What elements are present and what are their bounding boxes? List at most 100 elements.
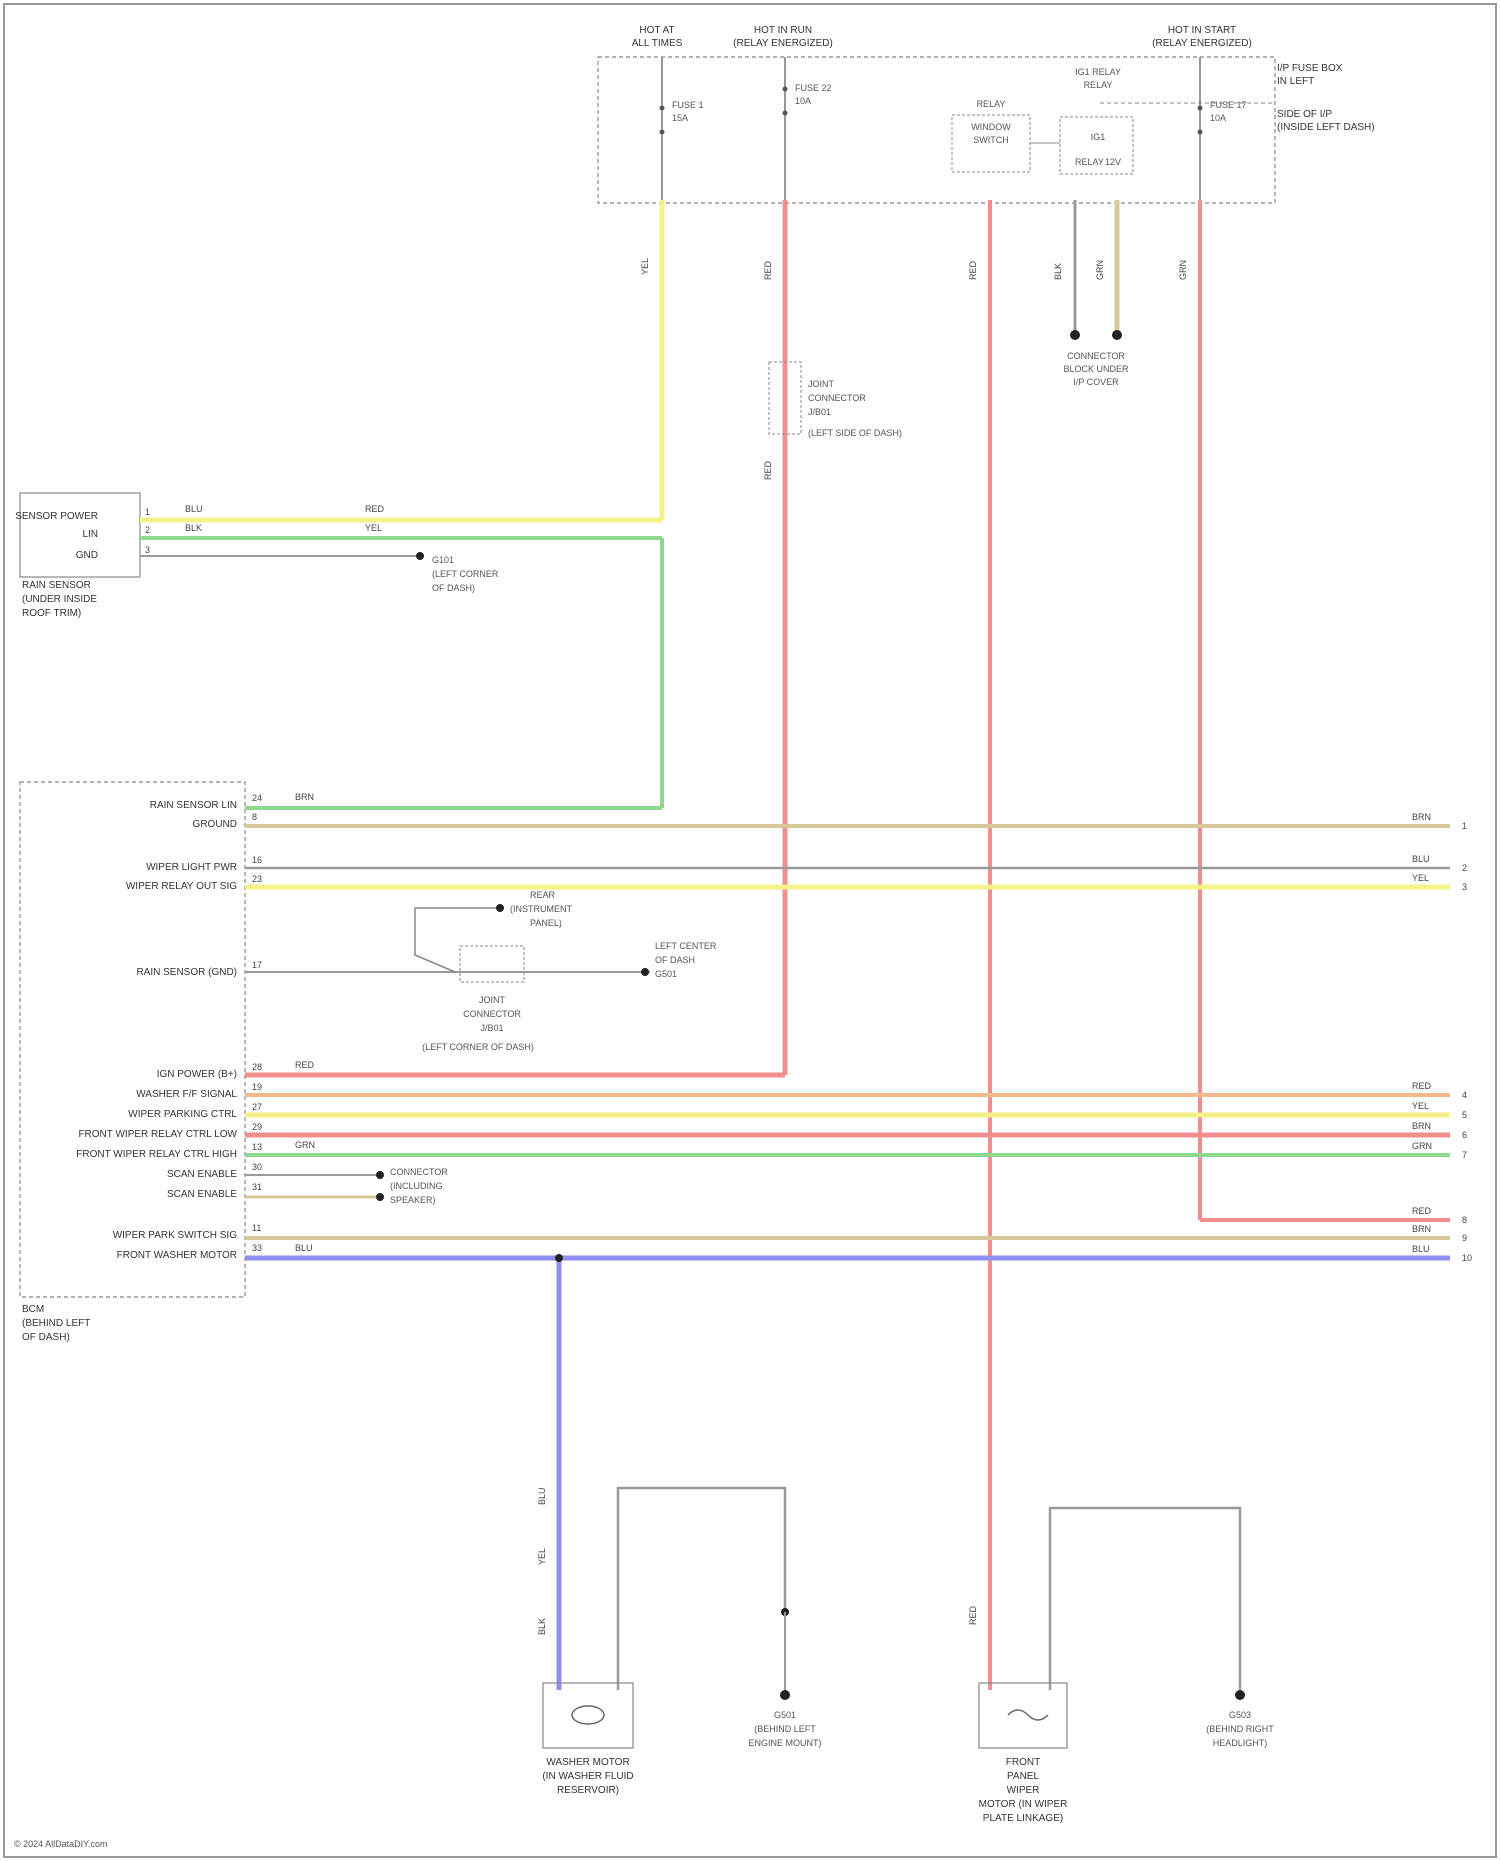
svg-text:BLK: BLK [1053, 263, 1063, 280]
bcm-box [20, 782, 245, 1297]
label-g501: G501 (BEHIND LEFT ENGINE MOUNT) [749, 1710, 822, 1748]
svg-text:PANEL): PANEL) [530, 918, 562, 928]
svg-text:RELAY: RELAY [1084, 80, 1113, 90]
svg-text:(RELAY ENERGIZED): (RELAY ENERGIZED) [733, 38, 833, 49]
svg-text:(IN WASHER FLUID: (IN WASHER FLUID [542, 1771, 633, 1782]
relay-window-switch: RELAY WINDOW SWITCH [952, 99, 1060, 172]
svg-text:SCAN ENABLE: SCAN ENABLE [167, 1169, 237, 1180]
svg-text:YEL: YEL [537, 1548, 547, 1565]
svg-text:17: 17 [252, 960, 262, 970]
svg-text:(BEHIND LEFT: (BEHIND LEFT [754, 1724, 816, 1734]
svg-text:3: 3 [1462, 882, 1467, 892]
svg-text:YEL: YEL [365, 523, 382, 533]
rain-sensor-pins: SENSOR POWER LIN GND 1 2 3 [15, 507, 150, 561]
svg-text:HOT AT: HOT AT [639, 25, 674, 36]
svg-text:FUSE 17: FUSE 17 [1210, 100, 1247, 110]
label-lower-connector: CONNECTOR (INCLUDING SPEAKER) [390, 1167, 448, 1205]
svg-text:30: 30 [252, 1162, 262, 1172]
svg-text:27: 27 [252, 1102, 262, 1112]
svg-text:FRONT WIPER RELAY CTRL LOW: FRONT WIPER RELAY CTRL LOW [78, 1129, 237, 1140]
svg-text:SENSOR POWER: SENSOR POWER [15, 511, 98, 522]
svg-text:(INSIDE LEFT DASH): (INSIDE LEFT DASH) [1277, 122, 1375, 133]
svg-text:FUSE 22: FUSE 22 [795, 83, 832, 93]
ground-rear [496, 904, 504, 912]
svg-text:RED: RED [763, 460, 773, 480]
svg-text:SPEAKER): SPEAKER) [390, 1195, 436, 1205]
svg-text:IG1: IG1 [1091, 132, 1106, 142]
wire-motor2-loop [1050, 1508, 1240, 1695]
copyright: © 2024 AllDataDIY.com [14, 1839, 108, 1849]
label-g101: G101 (LEFT CORNER OF DASH) [432, 555, 499, 593]
label-joint-connector: JOINT CONNECTOR J/B01 (LEFT SIDE OF DASH… [808, 379, 902, 438]
svg-text:9: 9 [1462, 1233, 1467, 1243]
svg-text:29: 29 [252, 1122, 262, 1132]
washer-motor-box [543, 1683, 633, 1748]
svg-text:33: 33 [252, 1243, 262, 1253]
svg-text:PANEL: PANEL [1007, 1771, 1039, 1782]
svg-text:(INSTRUMENT: (INSTRUMENT [510, 904, 572, 914]
svg-text:(RELAY ENERGIZED): (RELAY ENERGIZED) [1152, 38, 1252, 49]
svg-text:OF DASH): OF DASH) [22, 1332, 70, 1343]
svg-text:HEADLIGHT): HEADLIGHT) [1213, 1738, 1268, 1748]
ground-dot-b [1112, 330, 1122, 340]
svg-text:BCM: BCM [22, 1304, 44, 1315]
washer-motor-icon [572, 1706, 604, 1724]
svg-text:8: 8 [252, 812, 257, 822]
svg-text:BRN: BRN [295, 792, 314, 802]
svg-text:G501: G501 [655, 969, 677, 979]
rain-sensor-box [20, 493, 140, 577]
svg-text:BLU: BLU [295, 1243, 313, 1253]
label-joint-connector-jb01: JOINT CONNECTOR J/B01 (LEFT CORNER OF DA… [422, 995, 534, 1052]
wiper-motor-box [979, 1683, 1067, 1748]
svg-text:(INCLUDING: (INCLUDING [390, 1181, 443, 1191]
svg-text:GRN: GRN [295, 1140, 315, 1150]
svg-text:BRN: BRN [1412, 1121, 1431, 1131]
svg-text:GROUND: GROUND [193, 819, 237, 830]
svg-text:19: 19 [252, 1082, 262, 1092]
svg-text:GND: GND [76, 550, 98, 561]
svg-text:(BEHIND RIGHT: (BEHIND RIGHT [1206, 1724, 1274, 1734]
fuse-1: FUSE 1 15A [660, 57, 704, 200]
svg-text:WIPER PARK SWITCH SIG: WIPER PARK SWITCH SIG [113, 1230, 237, 1241]
svg-text:BLK: BLK [185, 523, 202, 533]
wiper-motor-icon [1008, 1710, 1048, 1720]
svg-text:WASHER F/F SIGNAL: WASHER F/F SIGNAL [136, 1089, 237, 1100]
svg-text:IG1 RELAY: IG1 RELAY [1075, 67, 1121, 77]
ground-dot-a [1070, 330, 1080, 340]
label-wiper-motor: FRONT PANEL WIPER MOTOR (IN WIPER PLATE … [979, 1757, 1068, 1824]
svg-text:3: 3 [145, 545, 150, 555]
label-fuse-box-location: I/P FUSE BOX IN LEFT SIDE OF I/P (INSIDE… [1277, 63, 1375, 133]
svg-text:ENGINE MOUNT): ENGINE MOUNT) [749, 1738, 822, 1748]
label-rear-junction: REAR (INSTRUMENT PANEL) [510, 890, 572, 928]
svg-text:RAIN SENSOR LIN: RAIN SENSOR LIN [150, 800, 237, 811]
ground-g501 [780, 1690, 790, 1700]
svg-text:FRONT WASHER MOTOR: FRONT WASHER MOTOR [117, 1250, 237, 1261]
svg-text:IN LEFT: IN LEFT [1277, 76, 1314, 87]
svg-text:MOTOR (IN WIPER: MOTOR (IN WIPER [979, 1799, 1068, 1810]
label-hot-at-all-times: HOT AT ALL TIMES [632, 25, 683, 49]
svg-text:10A: 10A [1210, 113, 1226, 123]
svg-text:BLU: BLU [1412, 1244, 1430, 1254]
svg-text:JOINT: JOINT [479, 995, 506, 1005]
svg-text:IGN POWER (B+): IGN POWER (B+) [157, 1069, 237, 1080]
svg-text:YEL: YEL [1412, 873, 1429, 883]
svg-text:G501: G501 [774, 1710, 796, 1720]
bcm-pin-numbers: 24 8 16 23 17 28 19 27 29 13 30 31 11 33 [252, 793, 262, 1253]
ground-scan-2 [376, 1193, 384, 1201]
svg-text:WINDOW: WINDOW [971, 122, 1011, 132]
svg-text:HOT IN RUN: HOT IN RUN [754, 25, 812, 36]
svg-text:BRN: BRN [1412, 1224, 1431, 1234]
ground-left-center [641, 968, 649, 976]
svg-text:RESERVOIR): RESERVOIR) [557, 1785, 619, 1796]
svg-text:4: 4 [1462, 1090, 1467, 1100]
joint-connector-jb01 [460, 946, 524, 982]
svg-text:REAR: REAR [530, 890, 556, 900]
svg-text:G503: G503 [1229, 1710, 1251, 1720]
svg-text:5: 5 [1462, 1110, 1467, 1120]
svg-text:2: 2 [145, 525, 150, 535]
ground-g503 [1235, 1690, 1245, 1700]
svg-text:ALL TIMES: ALL TIMES [632, 38, 683, 49]
svg-text:16: 16 [252, 855, 262, 865]
svg-text:BLK: BLK [537, 1618, 547, 1635]
svg-text:RAIN SENSOR: RAIN SENSOR [22, 580, 91, 591]
